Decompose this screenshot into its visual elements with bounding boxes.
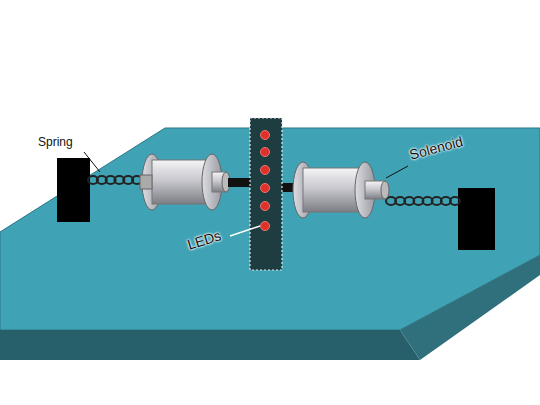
led bbox=[261, 202, 270, 211]
led-bar bbox=[250, 118, 282, 270]
led bbox=[261, 166, 270, 175]
spring bbox=[88, 176, 142, 184]
solenoid bbox=[140, 154, 250, 210]
leader-line bbox=[84, 152, 100, 172]
led bbox=[261, 148, 270, 157]
spring bbox=[386, 197, 460, 205]
anchor-block bbox=[57, 158, 90, 222]
led bbox=[261, 184, 270, 193]
part-label: Spring bbox=[38, 136, 73, 149]
led bbox=[261, 222, 270, 231]
leader-line bbox=[230, 226, 260, 236]
led bbox=[261, 131, 270, 140]
leader-line bbox=[386, 166, 408, 178]
anchor-block bbox=[458, 188, 495, 250]
board-side bbox=[400, 255, 540, 360]
solenoid bbox=[282, 162, 389, 218]
board-front bbox=[0, 330, 420, 360]
